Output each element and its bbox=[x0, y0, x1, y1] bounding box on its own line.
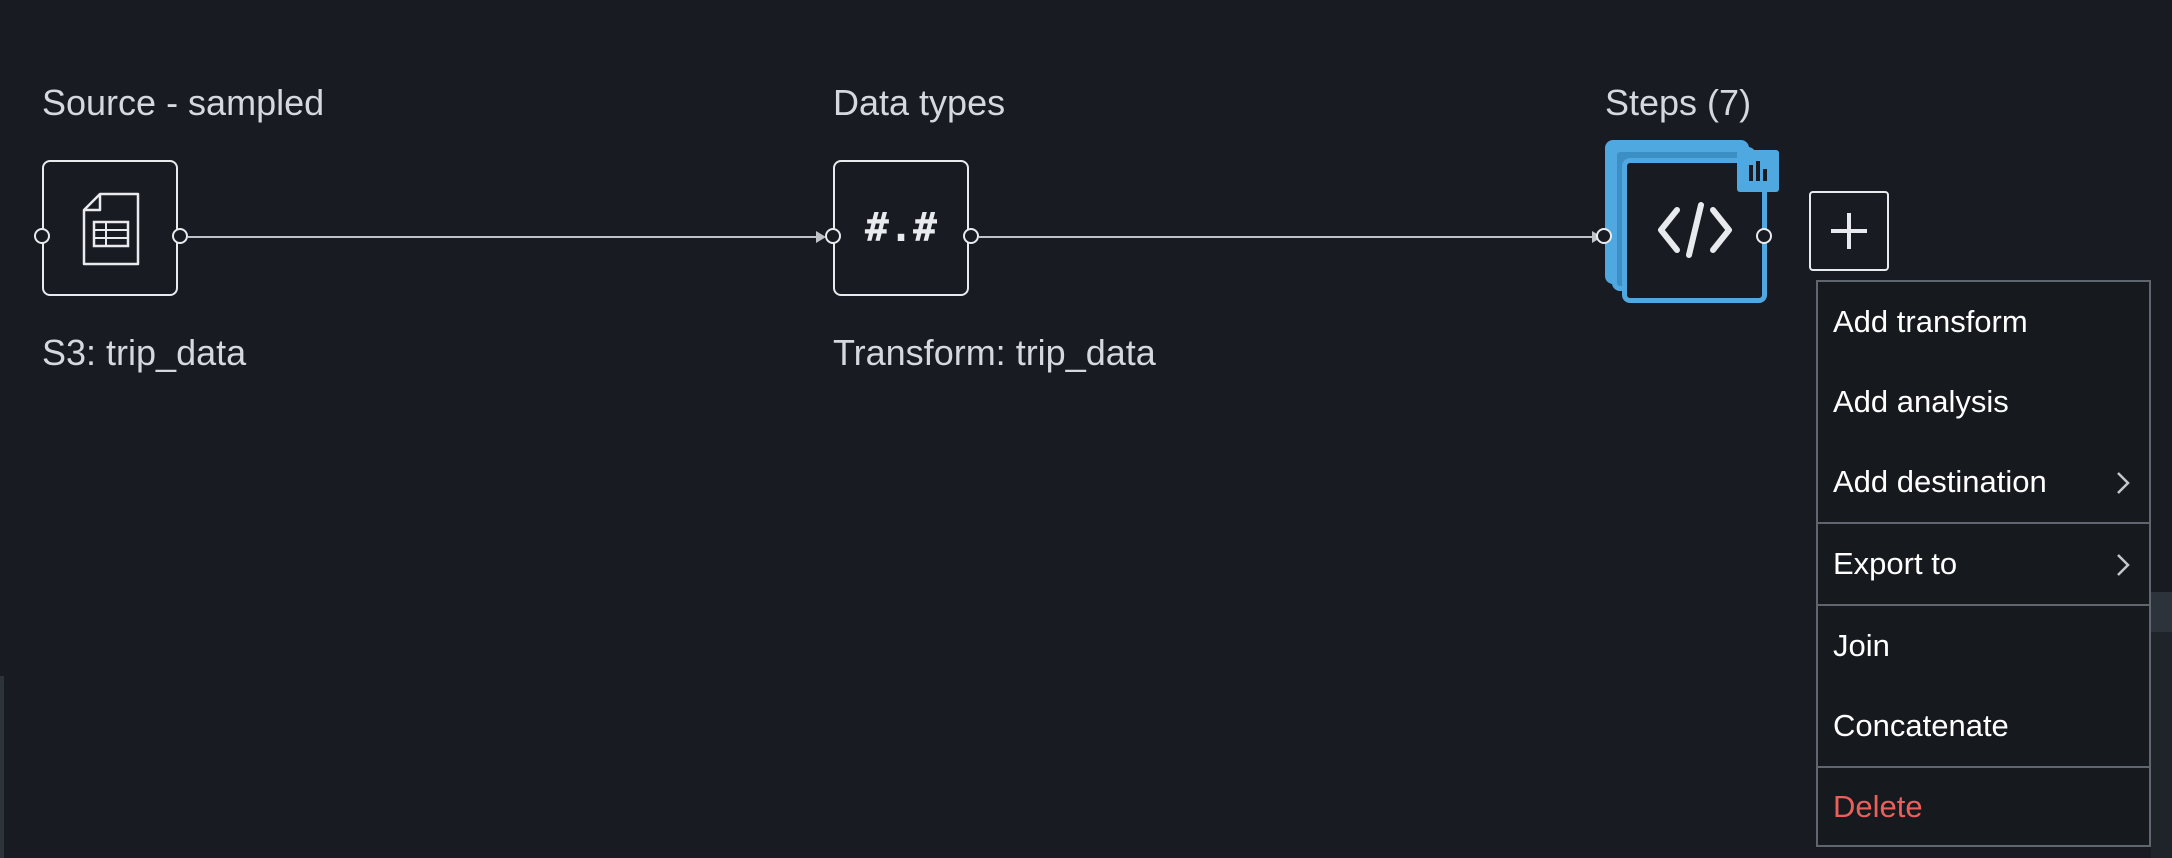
edge-datatypes-to-steps bbox=[979, 236, 1594, 238]
code-icon bbox=[1658, 202, 1732, 258]
source-node-subtitle: S3: trip_data bbox=[42, 332, 247, 373]
menu-item-export-to[interactable]: Export to bbox=[1818, 524, 2149, 604]
chevron-right-icon bbox=[2117, 554, 2130, 576]
menu-item-concatenate[interactable]: Concatenate bbox=[1818, 686, 2149, 766]
menu-item-label: Export to bbox=[1833, 546, 1958, 581]
menu-item-label: Join bbox=[1833, 628, 1890, 663]
document-table-icon bbox=[82, 192, 140, 266]
datatypes-node-title: Data types bbox=[833, 82, 1006, 123]
menu-item-delete[interactable]: Delete bbox=[1818, 767, 2149, 847]
menu-divider bbox=[1818, 522, 2149, 524]
add-step-button[interactable] bbox=[1809, 191, 1889, 271]
menu-item-label: Concatenate bbox=[1833, 708, 2009, 743]
source-output-port[interactable] bbox=[172, 228, 188, 244]
datatypes-output-port[interactable] bbox=[963, 228, 979, 244]
datatypes-node-subtitle: Transform: trip_data bbox=[833, 332, 1156, 373]
menu-item-label: Add destination bbox=[1833, 464, 2047, 499]
menu-item-add-analysis[interactable]: Add analysis bbox=[1818, 362, 2149, 442]
right-panel-edge bbox=[2151, 592, 2172, 632]
menu-item-label: Delete bbox=[1833, 789, 1923, 824]
chevron-right-icon bbox=[2117, 472, 2130, 494]
source-node-title: Source - sampled bbox=[42, 82, 325, 123]
menu-item-add-destination[interactable]: Add destination bbox=[1818, 442, 2149, 522]
left-panel-edge bbox=[0, 676, 4, 858]
menu-item-label: Add transform bbox=[1833, 304, 2028, 339]
steps-output-port[interactable] bbox=[1756, 228, 1772, 244]
menu-item-add-transform[interactable]: Add transform bbox=[1818, 282, 2149, 362]
datatypes-node[interactable]: #.# bbox=[833, 160, 969, 296]
steps-node-title: Steps (7) bbox=[1605, 82, 1752, 123]
plus-icon bbox=[1831, 213, 1867, 249]
right-panel-edge bbox=[2151, 632, 2172, 858]
menu-divider bbox=[1818, 604, 2149, 606]
context-menu: Add transform Add analysis Add destinati… bbox=[1816, 280, 2151, 847]
menu-item-label: Add analysis bbox=[1833, 384, 2009, 419]
source-input-port[interactable] bbox=[34, 228, 50, 244]
edge-arrowhead bbox=[816, 231, 826, 243]
edge-source-to-datatypes bbox=[188, 236, 818, 238]
menu-item-join[interactable]: Join bbox=[1818, 606, 2149, 686]
menu-divider bbox=[1818, 766, 2149, 768]
datatype-glyph-icon: #.# bbox=[864, 205, 938, 251]
steps-input-port[interactable] bbox=[1596, 228, 1612, 244]
datatypes-input-port[interactable] bbox=[825, 228, 841, 244]
bar-chart-icon[interactable] bbox=[1737, 150, 1779, 192]
source-node[interactable] bbox=[42, 160, 178, 296]
